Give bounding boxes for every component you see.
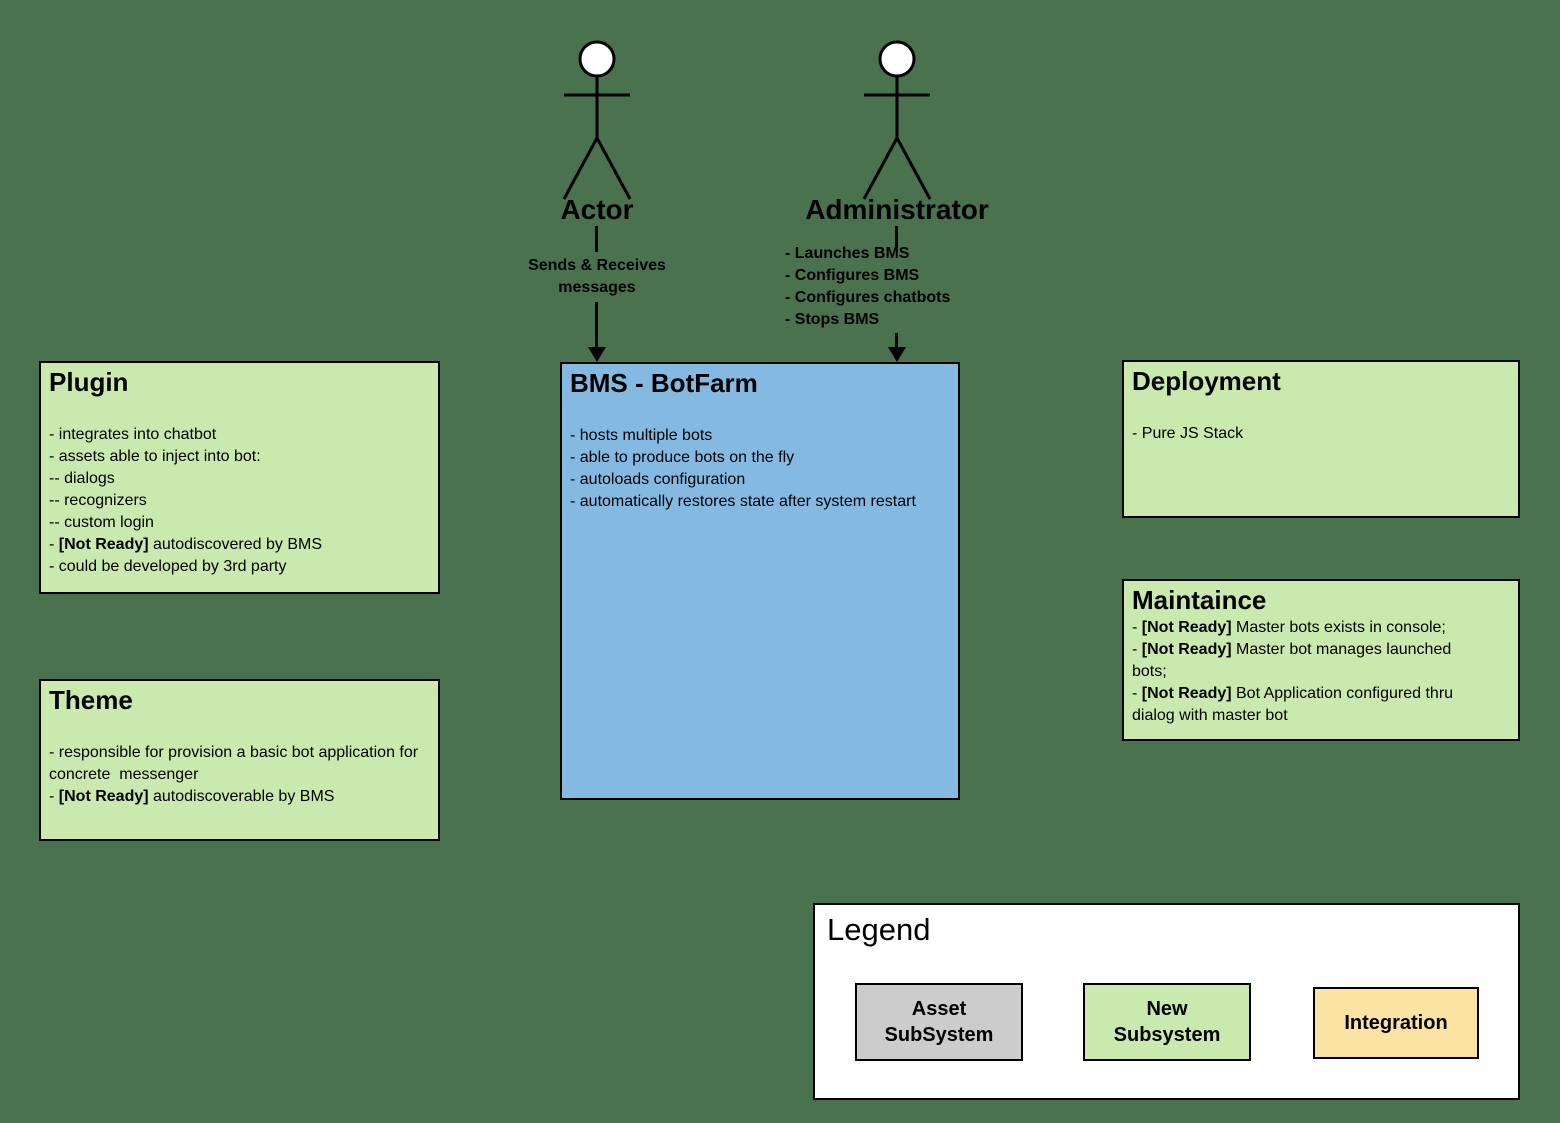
deployment-title: Deployment <box>1132 366 1281 396</box>
actor-label: Actor <box>560 194 634 225</box>
text-line: - Pure JS Stack <box>1132 425 1244 442</box>
text-line: - hosts multiple bots <box>570 427 713 444</box>
plugin-body: - integrates into chatbot - assets able t… <box>41 424 438 578</box>
maintaince-title: Maintaince <box>1132 585 1267 615</box>
theme-body: - responsible for provision a basic bot … <box>41 742 438 808</box>
text-line: - integrates into chatbot <box>49 426 217 443</box>
administrator-connector-annotation: - Launches BMS - Configures BMS - Configur… <box>785 243 950 331</box>
text-line: - autoloads configuration <box>570 471 746 488</box>
text-line: -- custom login <box>49 514 154 531</box>
legend-swatch-new-subsystem: New Subsystem <box>1083 983 1251 1061</box>
actor-connector-line-bottom <box>595 302 598 348</box>
text-line: - [Not Ready] Bot Application configured… <box>1132 685 1458 724</box>
actor-connector-line-top <box>595 226 598 252</box>
deployment-box: Deployment - Pure JS Stack <box>1122 360 1520 518</box>
text-line: - [Not Ready] autodiscoverable by BMS <box>49 788 335 805</box>
administrator-arrowhead-icon <box>888 347 906 362</box>
legend-swatch-integration: Integration <box>1313 987 1479 1059</box>
administrator-stick-figure-icon <box>862 40 932 200</box>
legend-title: Legend <box>827 912 931 947</box>
plugin-box: Plugin - integrates into chatbot - assets… <box>39 361 440 594</box>
text-line: - responsible for provision a basic bot … <box>49 744 423 783</box>
bms-botfarm-body: - hosts multiple bots - able to produce b… <box>562 425 958 513</box>
text-line: - automatically restores state after sys… <box>570 493 916 510</box>
plugin-title: Plugin <box>49 367 129 397</box>
bms-botfarm-title: BMS - BotFarm <box>570 368 758 398</box>
text-line: - [Not Ready] Master bots exists in cons… <box>1132 619 1446 636</box>
theme-box: Theme - responsible for provision a basi… <box>39 679 440 841</box>
actor-arrowhead-icon <box>588 347 606 362</box>
actor-stick-figure-icon <box>562 40 632 200</box>
administrator-connector-line-top <box>895 226 898 248</box>
legend-box: Legend Asset SubSystem New Subsystem Int… <box>813 903 1520 1100</box>
deployment-body: - Pure JS Stack <box>1124 423 1518 445</box>
text-line: -- recognizers <box>49 492 147 509</box>
text-line: - able to produce bots on the fly <box>570 449 795 466</box>
text-line: Sends & Receives <box>528 257 666 274</box>
maintaince-body: - [Not Ready] Master bots exists in cons… <box>1124 617 1518 727</box>
bms-botfarm-box: BMS - BotFarm - hosts multiple bots - abl… <box>560 362 960 800</box>
legend-swatch-asset-subsystem: Asset SubSystem <box>855 983 1023 1061</box>
theme-title: Theme <box>49 685 133 715</box>
text-line: - Launches BMS <box>785 245 910 262</box>
text-line: - [Not Ready] autodiscovered by BMS <box>49 536 322 553</box>
text-line: messages <box>558 279 636 296</box>
maintaince-box: Maintaince - [Not Ready] Master bots exi… <box>1122 579 1520 741</box>
text-line: -- dialogs <box>49 470 115 487</box>
text-line: - Configures BMS <box>785 267 920 284</box>
administrator-label: Administrator <box>805 194 989 225</box>
actor-connector-annotation: Sends & Receives messages <box>528 255 666 299</box>
administrator-connector-line-bottom <box>895 333 898 349</box>
text-line: - [Not Ready] Master bot manages launche… <box>1132 641 1456 680</box>
text-line: - Configures chatbots <box>785 289 951 306</box>
text-line: - assets able to inject into bot: <box>49 448 261 465</box>
text-line: - could be developed by 3rd party <box>49 558 287 575</box>
text-line: - Stops BMS <box>785 311 880 328</box>
